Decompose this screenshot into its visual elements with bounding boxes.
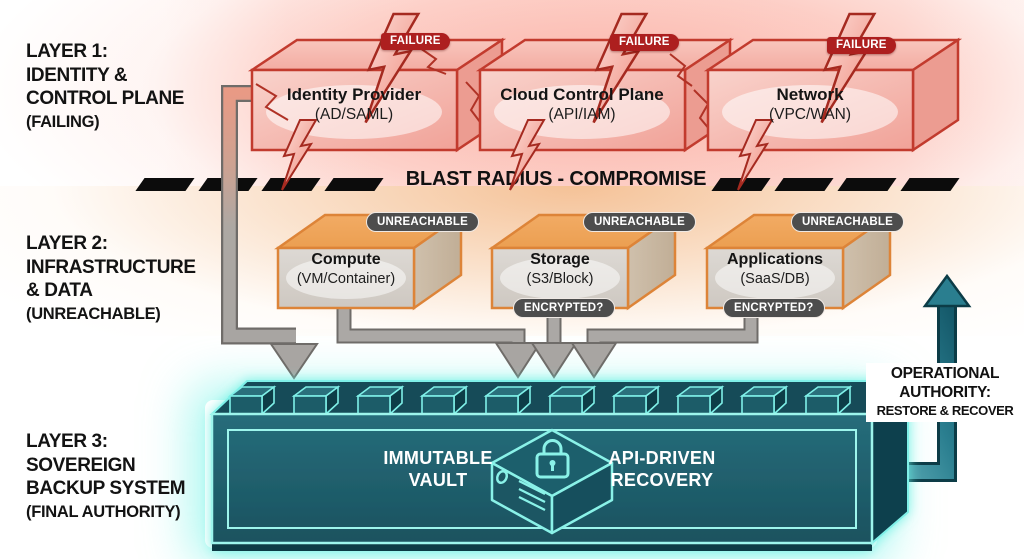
blast-radius-label: BLAST RADIUS - COMPROMISE — [405, 168, 707, 190]
layer3-status: (FINAL AUTHORITY) — [26, 502, 181, 521]
crack-icon — [465, 81, 484, 127]
applications-to-vault-arrow — [570, 308, 759, 379]
failure-badge: FAILURE — [381, 33, 450, 50]
encrypted-badge: ENCRYPTED? — [513, 298, 615, 318]
safe-with-padlock-icon — [490, 428, 614, 535]
encrypted-badge: ENCRYPTED? — [723, 298, 825, 318]
storage-label: Storage (S3/Block) — [526, 251, 594, 287]
layer2-label: LAYER 2: INFRASTRUCTURE & DATA (UNREACHA… — [26, 232, 246, 326]
identity-to-vault-arrow — [221, 85, 319, 380]
operational-authority-note: OPERATIONAL AUTHORITY: RESTORE & RECOVER — [866, 363, 1024, 422]
sovereign-vault — [209, 378, 911, 551]
crack-icon — [669, 53, 693, 87]
immutable-vault-label: IMMUTABLE VAULT — [383, 448, 493, 490]
unreachable-badge: UNREACHABLE — [791, 212, 905, 232]
failure-badge: FAILURE — [827, 37, 896, 54]
api-driven-recovery-label: API-DRIVEN RECOVERY — [608, 448, 716, 490]
unreachable-badge: UNREACHABLE — [366, 212, 480, 232]
applications-label: Applications (SaaS/DB) — [726, 251, 823, 287]
compute-box — [274, 212, 465, 311]
layer2-status: (UNREACHABLE) — [26, 304, 161, 323]
layer3-label: LAYER 3: SOVEREIGN BACKUP SYSTEM (FINAL … — [26, 430, 246, 524]
unreachable-badge: UNREACHABLE — [583, 212, 697, 232]
storage-to-vault-arrow — [530, 308, 578, 379]
vault-crenellations — [227, 385, 853, 416]
network-label: Network (VPC/WAN) — [768, 85, 852, 123]
compute-to-vault-arrow — [336, 300, 542, 379]
crack-icon — [693, 89, 711, 131]
padlock-icon — [535, 439, 570, 479]
identity-provider-label: Identity Provider (AD/SAML) — [286, 85, 422, 123]
crack-icon — [255, 83, 289, 121]
safe-vent-lines — [518, 480, 546, 511]
cloud-control-plane-label: Cloud Control Plane (API/IAM) — [500, 85, 664, 123]
layer1-label: LAYER 1: IDENTITY & CONTROL PLANE (FAILI… — [26, 40, 246, 134]
crack-icon — [419, 47, 447, 75]
safe-dial — [495, 469, 509, 485]
failure-badge: FAILURE — [610, 34, 679, 51]
compute-label: Compute (VM/Container) — [296, 251, 396, 287]
layer1-status: (FAILING) — [26, 112, 100, 131]
